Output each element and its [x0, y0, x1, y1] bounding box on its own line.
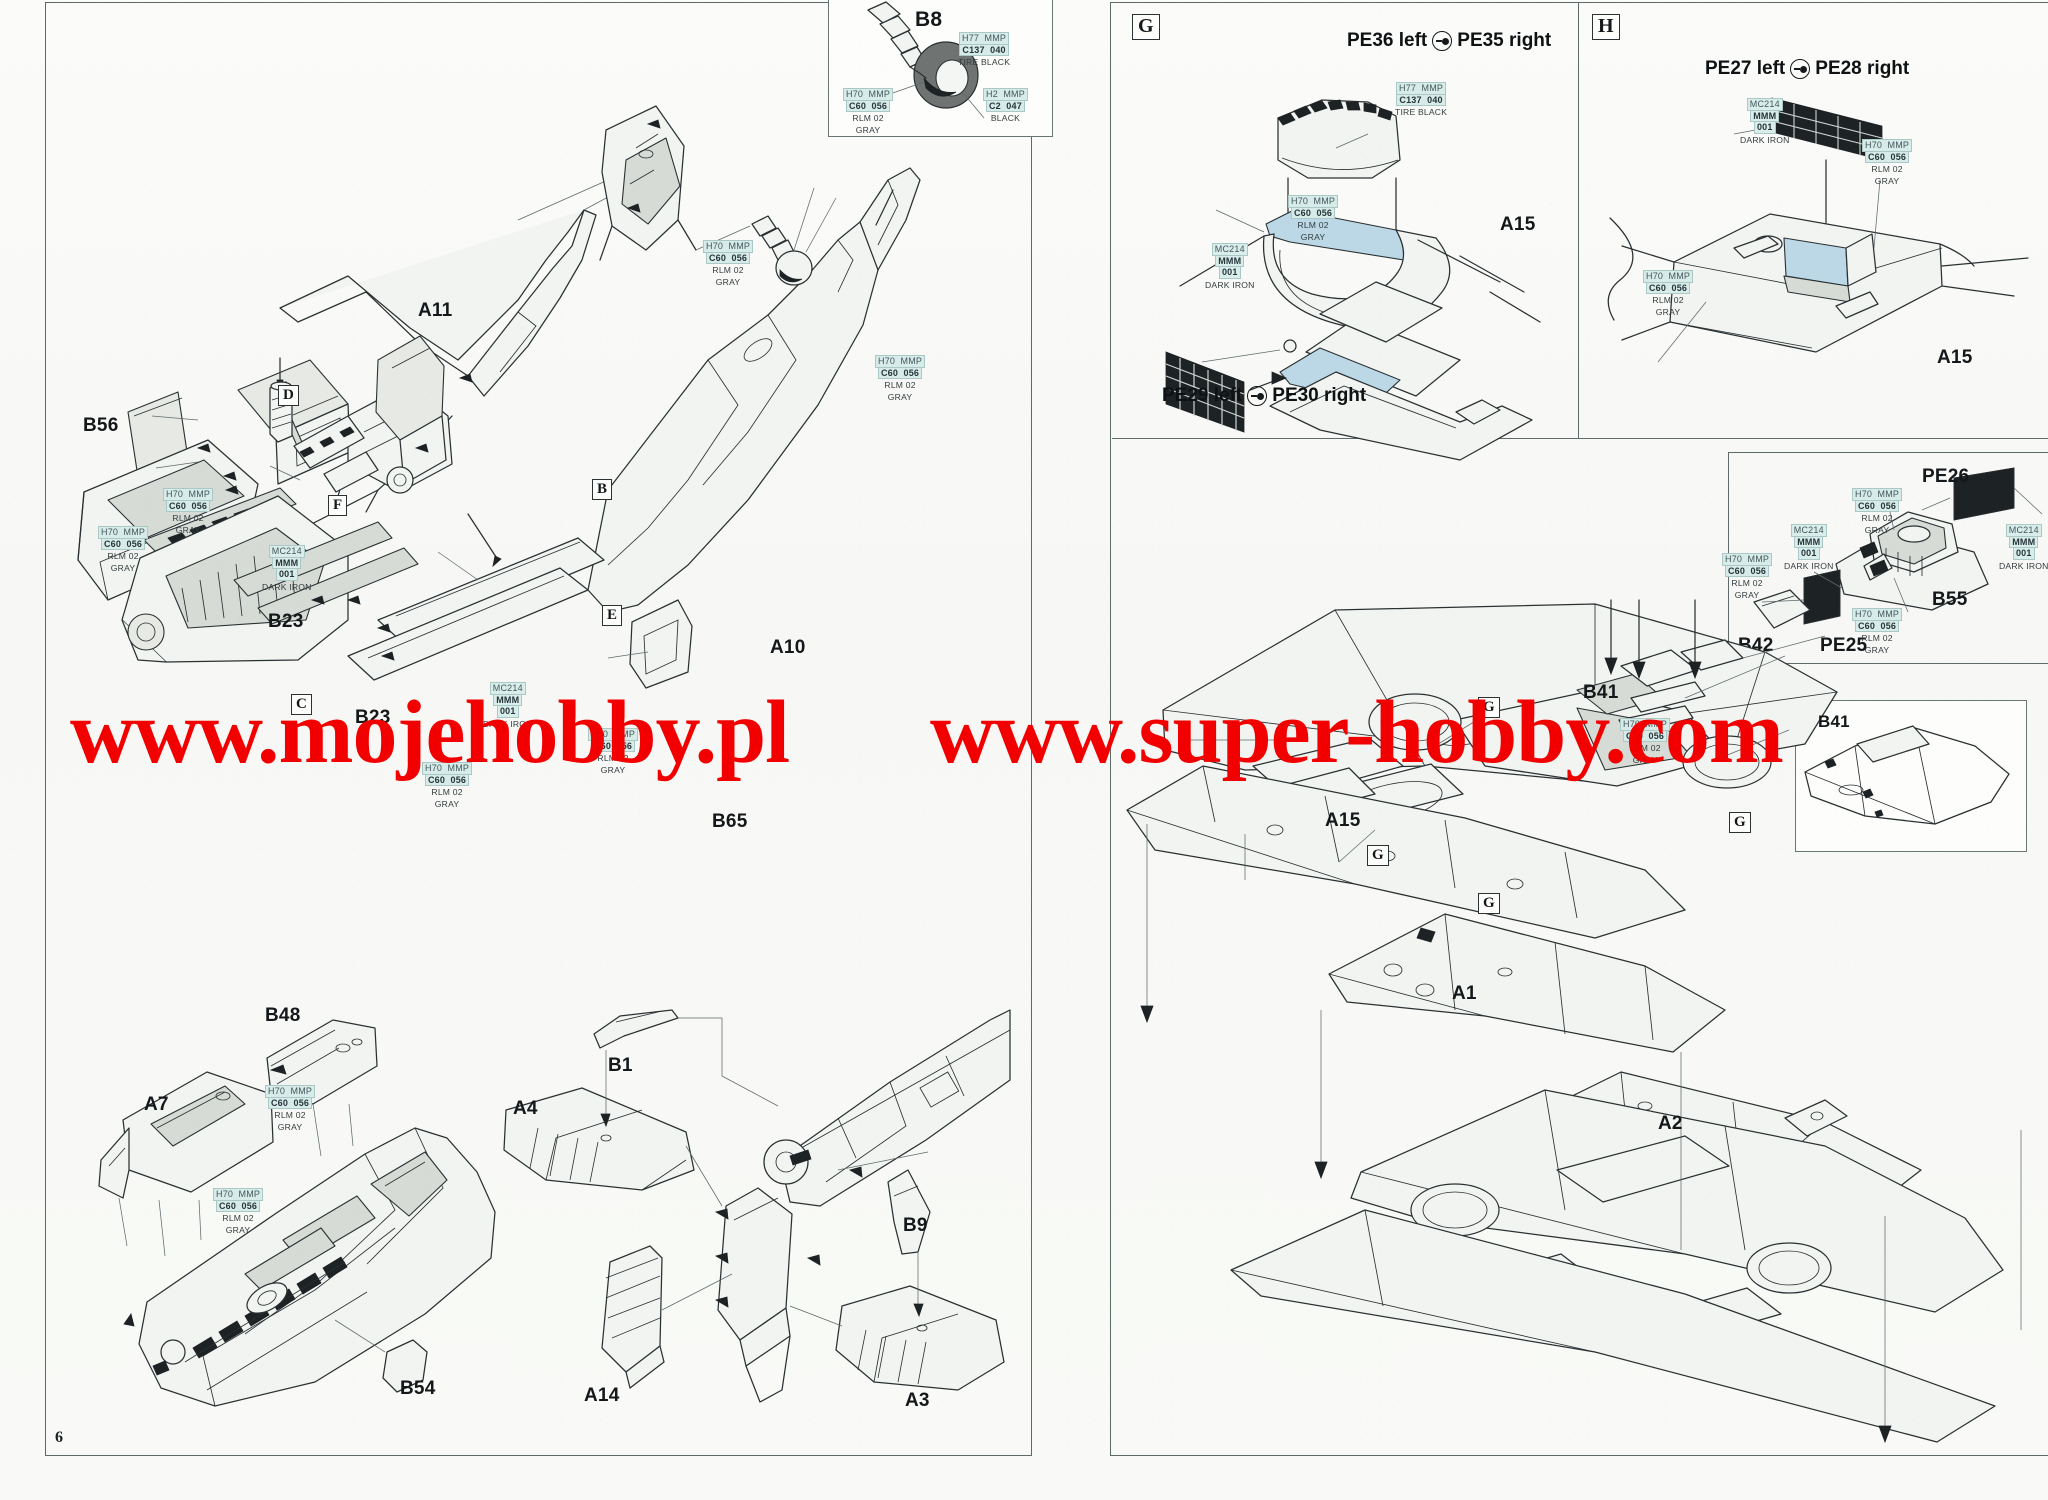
part-label-b41: B41 — [1583, 682, 1619, 703]
step-g-drawing — [1165, 99, 1541, 461]
landing-gear-leg-drawing — [599, 105, 837, 286]
pe-right-label-2: PE30 right — [1272, 385, 1367, 406]
part-label-pe26: PE26 — [1922, 466, 1970, 487]
b8-wheel-drawing — [867, 1, 985, 119]
left-panel-frame — [45, 2, 1032, 1456]
paint-callout-dark-iron-2: MC214 MMM 001 DARK IRON — [483, 682, 533, 729]
inset-box-b41 — [1795, 700, 2027, 852]
part-label-b23-lower: B23 — [355, 707, 391, 728]
part-label-a14: A14 — [584, 1385, 620, 1406]
step-marker-h-header[interactable]: H — [1592, 14, 1620, 40]
part-label-a15-g: A15 — [1500, 214, 1536, 235]
paint-callout-dark-iron-d2: MC214 MMM 001 DARK IRON — [1999, 524, 2048, 571]
part-label-b41-inset: B41 — [1818, 712, 1850, 731]
wing-assembly-drawing — [1126, 599, 2022, 1444]
part-label-b9: B9 — [903, 1215, 928, 1236]
step-marker-c[interactable]: C — [291, 694, 312, 715]
part-label-pe25: PE25 — [1820, 635, 1868, 656]
part-label-b56: B56 — [83, 415, 119, 436]
pe-left-label: PE36 left — [1347, 30, 1428, 51]
step-marker-g-wing-3[interactable]: G — [1478, 893, 1500, 914]
inset-box-b8 — [828, 0, 1053, 137]
part-label-a10: A10 — [770, 637, 806, 658]
part-label-a1: A1 — [1452, 983, 1477, 1004]
part-label-b65: B65 — [712, 811, 748, 832]
paint-callout-dark-iron-h: MC214 MMM 001 DARK IRON — [1740, 98, 1790, 145]
step-marker-b[interactable]: B — [592, 479, 613, 500]
part-label-a4: A4 — [513, 1098, 538, 1119]
tail-assembly-drawing — [503, 1009, 1011, 1403]
part-label-b23: B23 — [268, 611, 304, 632]
gh-divider — [1578, 3, 1579, 438]
left-right-indicator-icon-2 — [1247, 386, 1268, 406]
pe-title-pe29-pe30: PE29 left PE30 right — [1162, 385, 1366, 407]
paint-callout-dark-iron-d1: MC214 MMM 001 DARK IRON — [1784, 524, 1834, 571]
paint-callout-black-b8: H2 MMP C2 047 BLACK — [983, 88, 1028, 124]
pe-title-pe36-pe35: PE36 left PE35 right — [1347, 30, 1551, 52]
step-h-drawing — [1607, 97, 2029, 363]
part-label-b54: B54 — [400, 1378, 436, 1399]
pe-right-label-3: PE28 right — [1815, 58, 1910, 79]
paint-callout-dark-iron-g: MC214 MMM 001 DARK IRON — [1205, 243, 1255, 290]
pe-left-label-3: PE27 left — [1705, 58, 1786, 79]
paint-callout-dark-iron-1: MC214 MMM 001 DARK IRON — [262, 545, 312, 592]
paint-callout-tire-black-g: H77 MMP C137 040 TIRE BLACK — [1395, 82, 1448, 117]
part-label-b8: B8 — [915, 8, 943, 31]
page-number: 6 — [55, 1429, 63, 1446]
part-label-a2: A2 — [1658, 1113, 1683, 1134]
pe-left-label-2: PE29 left — [1162, 385, 1243, 406]
left-right-indicator-icon — [1432, 31, 1453, 51]
step-marker-g-wing-4[interactable]: G — [1729, 812, 1751, 833]
left-right-indicator-icon-3 — [1790, 59, 1811, 79]
part-label-b1: B1 — [608, 1055, 633, 1076]
step-marker-d[interactable]: D — [278, 385, 299, 406]
bottom-fuselage-assembly-drawing — [98, 1019, 496, 1407]
detail-group-drawing — [1753, 467, 2043, 629]
paint-callout-rlm02-b8: H70 MMP C60 056 RLM 02 GRAY — [843, 88, 894, 135]
pe-right-label: PE35 right — [1457, 30, 1552, 51]
part-label-b55: B55 — [1932, 589, 1968, 610]
part-label-a15-h: A15 — [1937, 347, 1973, 368]
right-panel-frame — [1110, 2, 2048, 1456]
part-label-a7: A7 — [144, 1094, 169, 1115]
step-marker-e[interactable]: E — [602, 605, 623, 626]
right-panel-divider — [1112, 438, 2048, 439]
part-label-b48: B48 — [265, 1005, 301, 1026]
b41-inset-drawing — [1804, 725, 2010, 825]
step-marker-g-wing-2[interactable]: G — [1367, 845, 1389, 866]
part-label-a3: A3 — [905, 1390, 930, 1411]
step-marker-g-header[interactable]: G — [1132, 14, 1160, 40]
paint-callout-tire-black-b8: H77 MMP C137 040 TIRE BLACK — [958, 32, 1011, 67]
part-label-a15-wing: A15 — [1325, 810, 1361, 831]
part-label-a11: A11 — [418, 300, 453, 321]
step-marker-g-wing-1[interactable]: G — [1478, 697, 1500, 718]
step-marker-f[interactable]: F — [328, 495, 348, 516]
pe-title-pe27-pe28: PE27 left PE28 right — [1705, 58, 1909, 80]
